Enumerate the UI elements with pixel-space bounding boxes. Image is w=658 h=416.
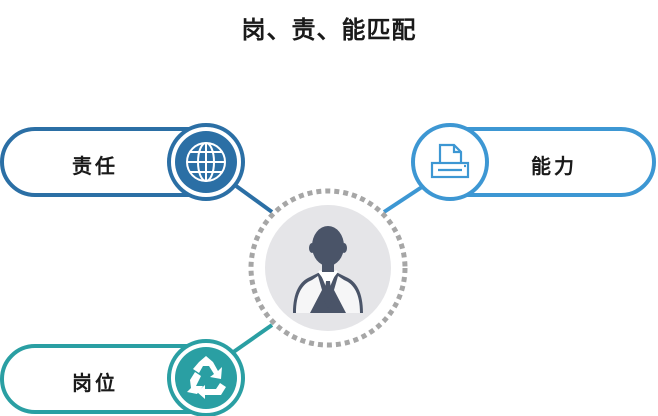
node-position [0, 339, 245, 416]
globe-icon [186, 142, 226, 182]
page-title: 岗、责、能匹配 [241, 16, 417, 44]
node-label-ability: 能力 [531, 154, 577, 178]
center-node [248, 188, 408, 348]
connector-position [230, 323, 274, 355]
node-ability [411, 123, 656, 201]
node-label-position: 岗位 [72, 371, 118, 395]
printer-icon [430, 143, 470, 179]
node-responsibility [0, 123, 245, 201]
recycle-icon [187, 356, 226, 399]
connector-ability [382, 181, 430, 214]
person-icon [293, 226, 363, 313]
connector-responsibility [230, 181, 274, 214]
node-label-responsibility: 责任 [72, 154, 118, 178]
